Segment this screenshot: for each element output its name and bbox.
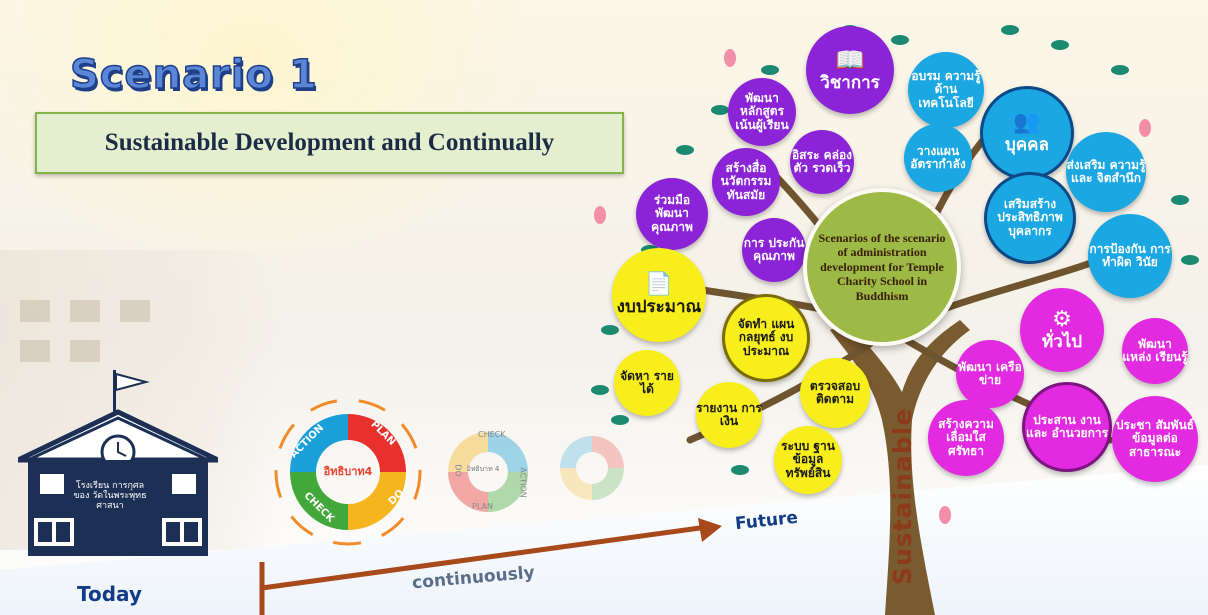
general-item: สร้างความ เลื่อมใส ศรัทธา <box>928 400 1004 476</box>
building-window <box>20 300 50 322</box>
pdca-faded-do: DO <box>453 464 463 477</box>
personnel-item: เสริมสร้าง ประสิทธิภาพ บุคลากร <box>984 172 1076 264</box>
pdca-faded-icon <box>448 432 528 512</box>
personnel-item: การป้องกัน การทำผิด วินัย <box>1088 214 1172 298</box>
category-general: ⚙ ทั่วไป <box>1020 288 1104 372</box>
building-window <box>20 340 50 362</box>
category-academic: 📖 วิชาการ <box>806 26 894 114</box>
category-budget: 📄 งบประมาณ <box>612 248 706 342</box>
building-window <box>70 300 100 322</box>
budget-item: จัดหา รายได้ <box>614 350 680 416</box>
personnel-item: ส่งเสริม ความรู้และ จิตสำนึก <box>1066 132 1146 212</box>
pdca-faded-action: ACTION <box>518 467 528 498</box>
pdca-faded-plan: PLAN <box>472 502 493 511</box>
school-label: โรงเรียน การกุศลของ วัดในพระพุทธ ศาสนา <box>73 481 147 511</box>
building-window <box>70 340 100 362</box>
academic-item: สร้างสื่อ นวัตกรรม ทันสมัย <box>712 148 780 216</box>
pdca-faded-check: CHECK <box>478 430 506 439</box>
general-item: ประสาน งานและ อำนวยการ <box>1022 382 1112 472</box>
pdca-faded-center: อิทธิบาท 4 <box>466 465 500 473</box>
personnel-item: วางแผน อัตรากำลัง <box>904 124 972 192</box>
gear-icon: ⚙ <box>1052 307 1072 333</box>
book-icon: 📖 <box>835 46 865 75</box>
subtitle-banner: Sustainable Development and Continually <box>35 112 624 174</box>
pdca-faded-icon-small <box>560 436 624 500</box>
pdca-cycle-icon <box>274 398 422 546</box>
budget-item: ตรวจสอบ ติดตาม <box>800 358 870 428</box>
academic-item: อิสระ คล่องตัว รวดเร็ว <box>790 130 854 194</box>
pdca-center-label: อิทธิบาท4 <box>323 465 373 478</box>
timeline-arrow <box>259 518 722 615</box>
category-personnel: 👥 บุคคล <box>980 86 1074 180</box>
butterfly-icon <box>594 49 1151 524</box>
people-icon: 👥 <box>1013 110 1041 136</box>
tree-trunk <box>830 320 970 615</box>
academic-item: พัฒนา หลักสูตร เน้นผู้เรียน <box>728 78 796 146</box>
center-text: Scenarios of the scenario of administrat… <box>818 231 946 303</box>
budget-item: รายงาน การเงิน <box>696 382 762 448</box>
sustainable-label: Sustainable <box>888 407 917 585</box>
budget-item: ระบบ ฐานข้อมูล ทรัพย์สิน <box>774 426 842 494</box>
document-icon: 📄 <box>645 272 673 298</box>
center-circle: Scenarios of the scenario of administrat… <box>803 188 961 346</box>
subtitle-text: Sustainable Development and Continually <box>104 129 555 156</box>
general-item: ประชา สัมพันธ์ ข้อมูลต่อ สาธารณะ <box>1112 396 1198 482</box>
academic-item: การ ประกัน คุณภาพ <box>742 218 806 282</box>
general-item: พัฒนา แหล่ง เรียนรู้ <box>1122 318 1188 384</box>
academic-item: ร่วมมือ พัฒนา คุณภาพ <box>636 178 708 250</box>
general-item: พัฒนา เครือข่าย <box>956 340 1024 408</box>
budget-item: จัดทำ แผนกลยุทธ์ งบประมาณ <box>722 294 810 382</box>
today-label: Today <box>77 582 142 606</box>
school-icon <box>18 370 218 556</box>
personnel-item: อบรม ความรู้ด้าน เทคโนโลยี <box>908 52 984 128</box>
page-title: Scenario 1 <box>69 51 318 99</box>
building-window <box>120 300 150 322</box>
